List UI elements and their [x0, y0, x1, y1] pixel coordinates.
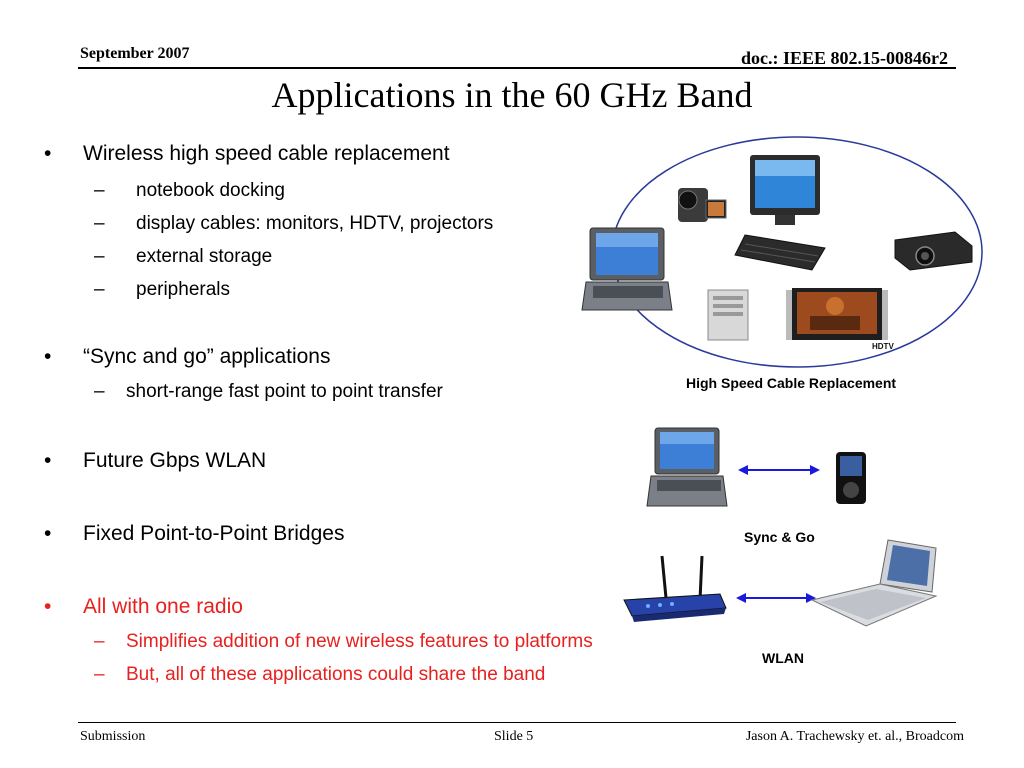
wlan-arrow	[736, 593, 816, 603]
wlan-laptop-icon	[810, 539, 938, 627]
sub-bullet-dash: –	[94, 664, 105, 685]
sub-bullet-text: Simplifies addition of new wireless feat…	[126, 631, 593, 652]
bullet-dot: •	[44, 142, 52, 165]
footer-author: Jason A. Trachewsky et. al., Broadcom	[745, 729, 964, 744]
sub-bullet-dash: –	[94, 279, 105, 300]
bullet-dot: •	[44, 522, 52, 545]
sync-laptop-icon	[646, 427, 728, 507]
bullet-text: Future Gbps WLAN	[83, 449, 267, 472]
bullet-dot: •	[44, 345, 52, 368]
footer-submission: Submission	[80, 729, 146, 744]
hdtv-logo-text: HDTV	[872, 342, 894, 351]
sub-bullet-text: external storage	[136, 246, 273, 267]
wlan-caption: WLAN	[762, 650, 804, 666]
sub-bullet-text: peripherals	[136, 279, 230, 300]
sub-bullet-text: display cables: monitors, HDTV, projecto…	[136, 213, 494, 234]
keyboard-icon	[734, 234, 826, 271]
projector-icon	[894, 231, 973, 271]
monitor-icon	[750, 155, 820, 225]
bullet-text: Fixed Point-to-Point Bridges	[83, 522, 345, 545]
pc-tower-icon	[707, 289, 749, 341]
notebook-laptop-icon	[581, 227, 673, 311]
sub-bullet-dash: –	[94, 381, 105, 402]
media-player-icon	[836, 452, 866, 504]
sync-go-caption: Sync & Go	[744, 529, 815, 545]
sub-bullet-dash: –	[94, 180, 105, 201]
header-date: September 2007	[80, 45, 190, 62]
sync-arrow	[738, 465, 820, 475]
footer-divider	[78, 722, 956, 723]
header-divider	[78, 67, 956, 69]
camcorder-icon	[678, 188, 727, 222]
bullet-dot: •	[44, 595, 52, 618]
bullet-text: “Sync and go” applications	[83, 345, 331, 368]
hdtv-icon: HDTV	[786, 288, 894, 351]
slide-title: Applications in the 60 GHz Band	[271, 75, 753, 115]
bullet-text: All with one radio	[83, 595, 243, 618]
sub-bullet-dash: –	[94, 246, 105, 267]
footer-slide-number: Slide 5	[494, 729, 534, 744]
bullet-dot: •	[44, 449, 52, 472]
header-doc-id: doc.: IEEE 802.15-00846r2	[741, 48, 948, 68]
wireless-router-icon	[623, 555, 727, 622]
cable-replacement-caption: High Speed Cable Replacement	[686, 375, 897, 391]
sub-bullet-dash: –	[94, 213, 105, 234]
sub-bullet-text: short-range fast point to point transfer	[126, 381, 443, 402]
sub-bullet-text: notebook docking	[136, 180, 285, 201]
sub-bullet-text: But, all of these applications could sha…	[126, 664, 546, 685]
bullet-text: Wireless high speed cable replacement	[83, 142, 450, 165]
sub-bullet-dash: –	[94, 631, 105, 652]
